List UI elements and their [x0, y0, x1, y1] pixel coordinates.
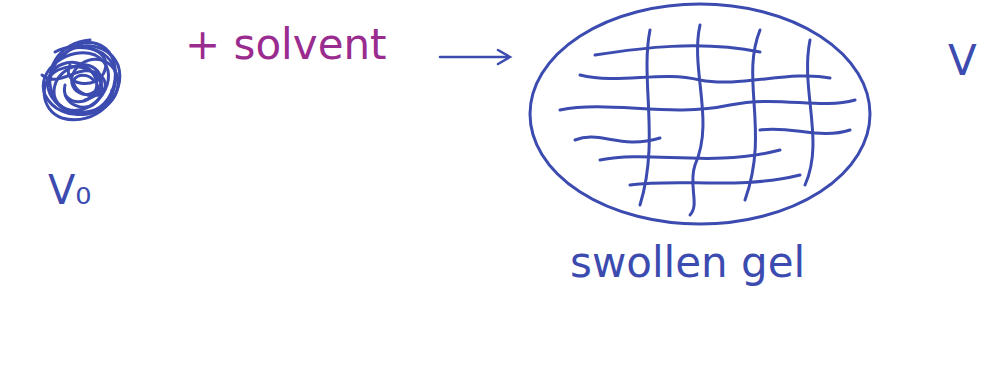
polymer-scribble: [42, 40, 120, 120]
initial-volume-label: V₀: [48, 168, 91, 212]
swollen-gel-network: [530, 4, 870, 224]
reaction-arrow: [440, 50, 510, 64]
final-volume-label: V: [948, 38, 977, 84]
solvent-label: + solvent: [185, 22, 387, 68]
gel-caption: swollen gel: [570, 240, 805, 286]
